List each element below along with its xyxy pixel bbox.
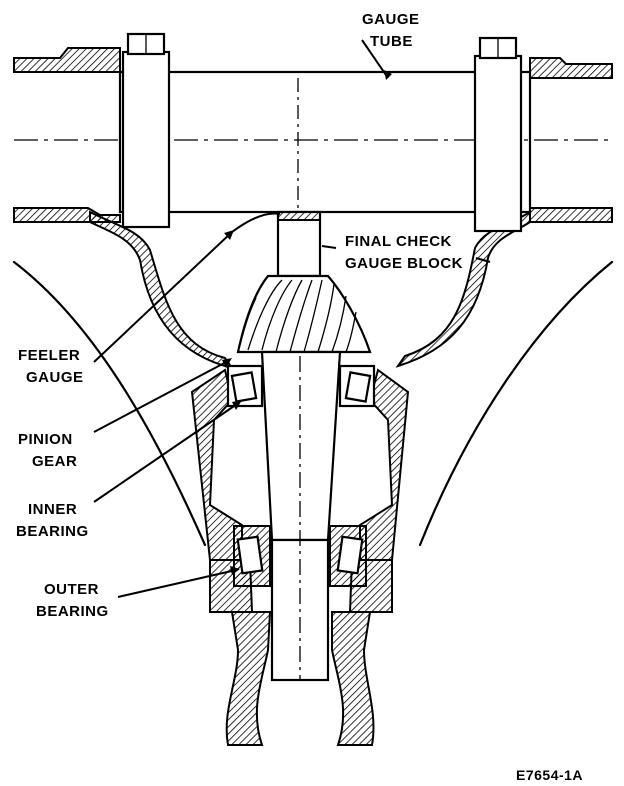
label-feeler-line1: FEELER xyxy=(18,347,80,364)
label-final-check-line2: GAUGE BLOCK xyxy=(345,255,463,272)
label-gauge-tube-line2: TUBE xyxy=(370,33,413,50)
label-pinion-line2: GEAR xyxy=(32,453,77,470)
companion-flange xyxy=(225,611,375,746)
right-stud xyxy=(473,36,523,233)
label-feeler-line2: GAUGE xyxy=(26,369,84,386)
inner-bearing xyxy=(226,364,376,408)
outer-bearing xyxy=(233,525,367,587)
label-outer-line2: BEARING xyxy=(36,603,109,620)
label-outer-line1: OUTER xyxy=(44,581,99,598)
label-inner-line2: BEARING xyxy=(16,523,89,540)
pinion-shaft xyxy=(260,350,342,682)
figure-code: E7654-1A xyxy=(516,767,583,783)
label-final-check-line1: FINAL CHECK xyxy=(345,233,452,250)
label-inner-line1: INNER xyxy=(28,501,77,518)
carrier-housing xyxy=(12,260,614,547)
left-stud xyxy=(121,32,171,229)
gauge-block xyxy=(276,210,322,278)
gauge-tube xyxy=(14,70,612,215)
labels: GAUGE TUBE FINAL CHECK GAUGE BLOCK FEELE… xyxy=(16,11,583,783)
label-pinion-line1: PINION xyxy=(18,431,73,448)
label-gauge-tube-line1: GAUGE xyxy=(362,11,420,28)
feeler-gauge-blade xyxy=(231,212,281,233)
pinion-gear xyxy=(236,274,372,354)
leader-lines xyxy=(93,39,491,598)
